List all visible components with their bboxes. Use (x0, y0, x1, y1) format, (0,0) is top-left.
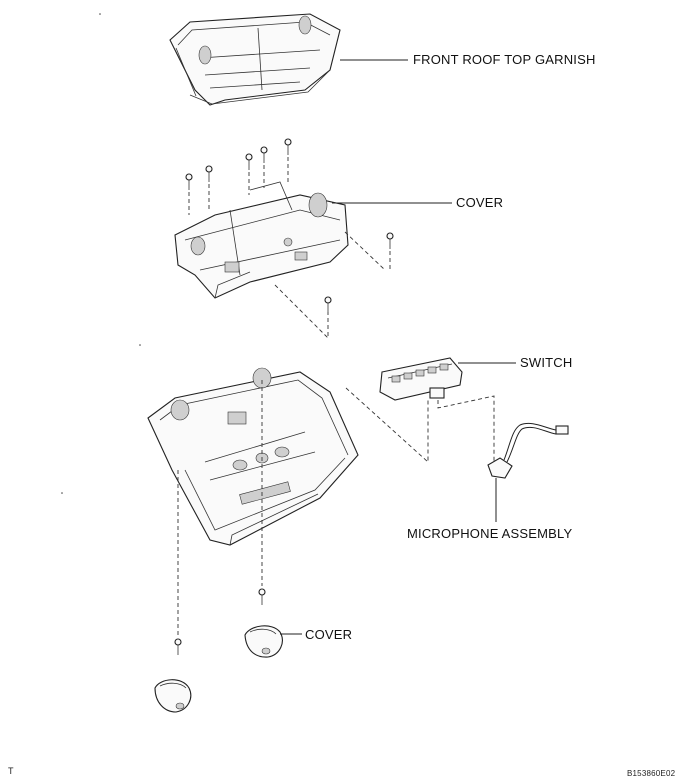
speck (99, 13, 101, 15)
console-housing-part (147, 367, 359, 546)
front-roof-top-garnish-part (169, 13, 341, 106)
microphone-assembly-part (487, 422, 569, 479)
switch-dash-2 (437, 395, 495, 462)
figure-id: B153860E02 (627, 769, 676, 778)
switch-dash-1 (345, 387, 429, 464)
footer-left-mark: T (8, 766, 14, 776)
cover-dash-2 (274, 284, 329, 340)
label-switch: SWITCH (520, 355, 573, 370)
cover-lower-left-part (154, 679, 192, 713)
label-cover-lower: COVER (305, 627, 353, 642)
label-front-roof-top-garnish: FRONT ROOF TOP GARNISH (413, 52, 596, 67)
speck (139, 344, 141, 346)
switch-part (379, 357, 463, 401)
cover-dash-1 (344, 231, 386, 271)
upper-screws (185, 138, 394, 312)
label-cover-upper: COVER (456, 195, 504, 210)
lower-screws (174, 380, 266, 655)
label-microphone-assembly: MICROPHONE ASSEMBLY (407, 526, 573, 541)
cover-lower-part (244, 625, 283, 658)
cover-upper-part (174, 181, 349, 299)
speck (61, 492, 63, 494)
